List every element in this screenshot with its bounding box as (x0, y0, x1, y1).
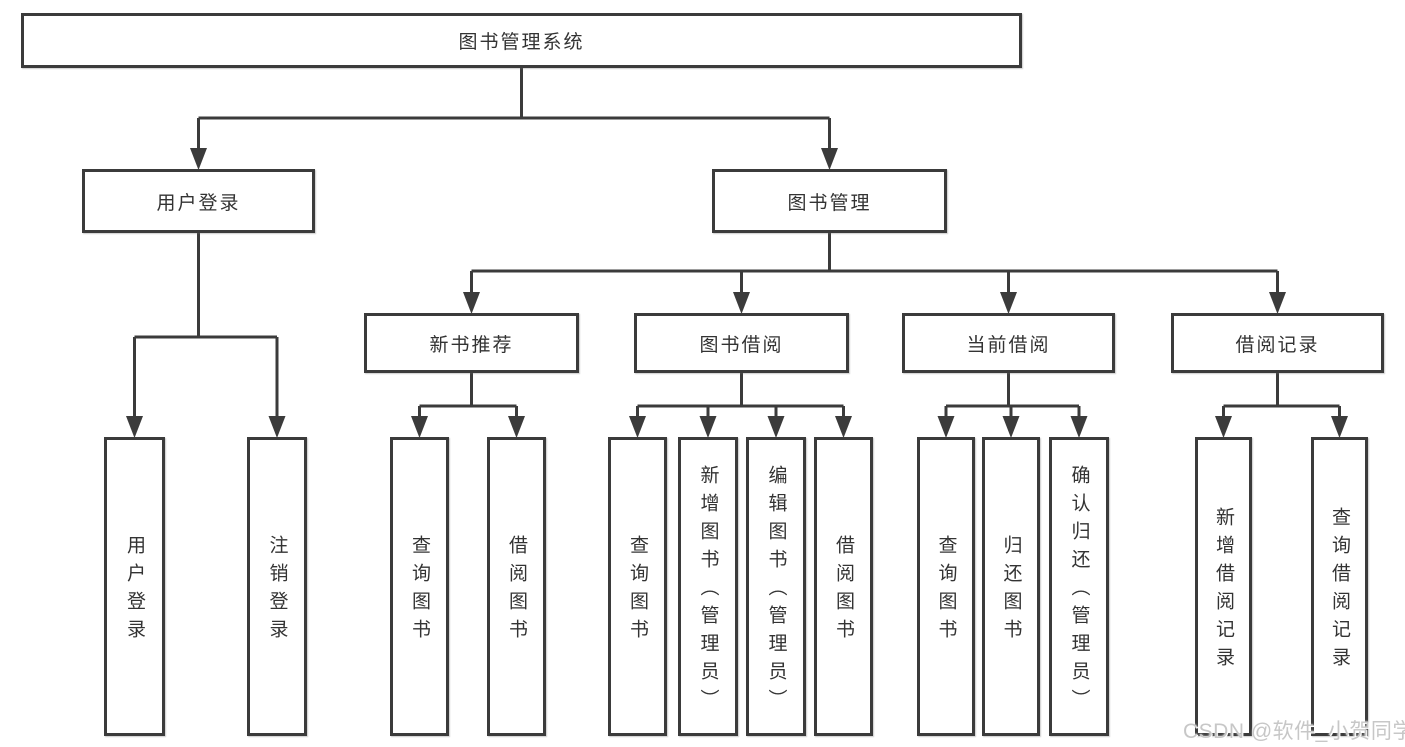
arrow-down-icons (126, 148, 1348, 438)
node-query-books-current: 查询图书 (917, 437, 975, 736)
node-new-book-recommend: 新书推荐 (364, 313, 579, 373)
node-book-borrowing: 图书借阅 (634, 313, 849, 373)
csdn-watermark: CSDN @软件_小贺同学 (1183, 720, 1405, 743)
node-add-borrow-record: 新增借阅记录 (1195, 437, 1252, 736)
node-query-books-borrow: 查询图书 (608, 437, 667, 736)
node-library-management-system: 图书管理系统 (21, 13, 1022, 68)
node-query-borrow-record: 查询借阅记录 (1311, 437, 1368, 736)
node-borrow-books-leaf: 借阅图书 (814, 437, 873, 736)
node-edit-book-admin: 编辑图书（管理员） (746, 437, 806, 736)
node-borrowing-records: 借阅记录 (1171, 313, 1384, 373)
node-logout: 注销登录 (247, 437, 307, 736)
node-query-books-recommend: 查询图书 (390, 437, 449, 736)
node-confirm-return-admin: 确认归还（管理员） (1049, 437, 1109, 736)
node-borrow-books-recommend: 借阅图书 (487, 437, 546, 736)
node-add-book-admin: 新增图书（管理员） (678, 437, 738, 736)
node-return-books: 归还图书 (982, 437, 1040, 736)
node-user-login-leaf: 用户登录 (104, 437, 165, 736)
node-user-login: 用户登录 (82, 169, 315, 233)
node-book-management: 图书管理 (712, 169, 947, 233)
node-current-borrowing: 当前借阅 (902, 313, 1115, 373)
